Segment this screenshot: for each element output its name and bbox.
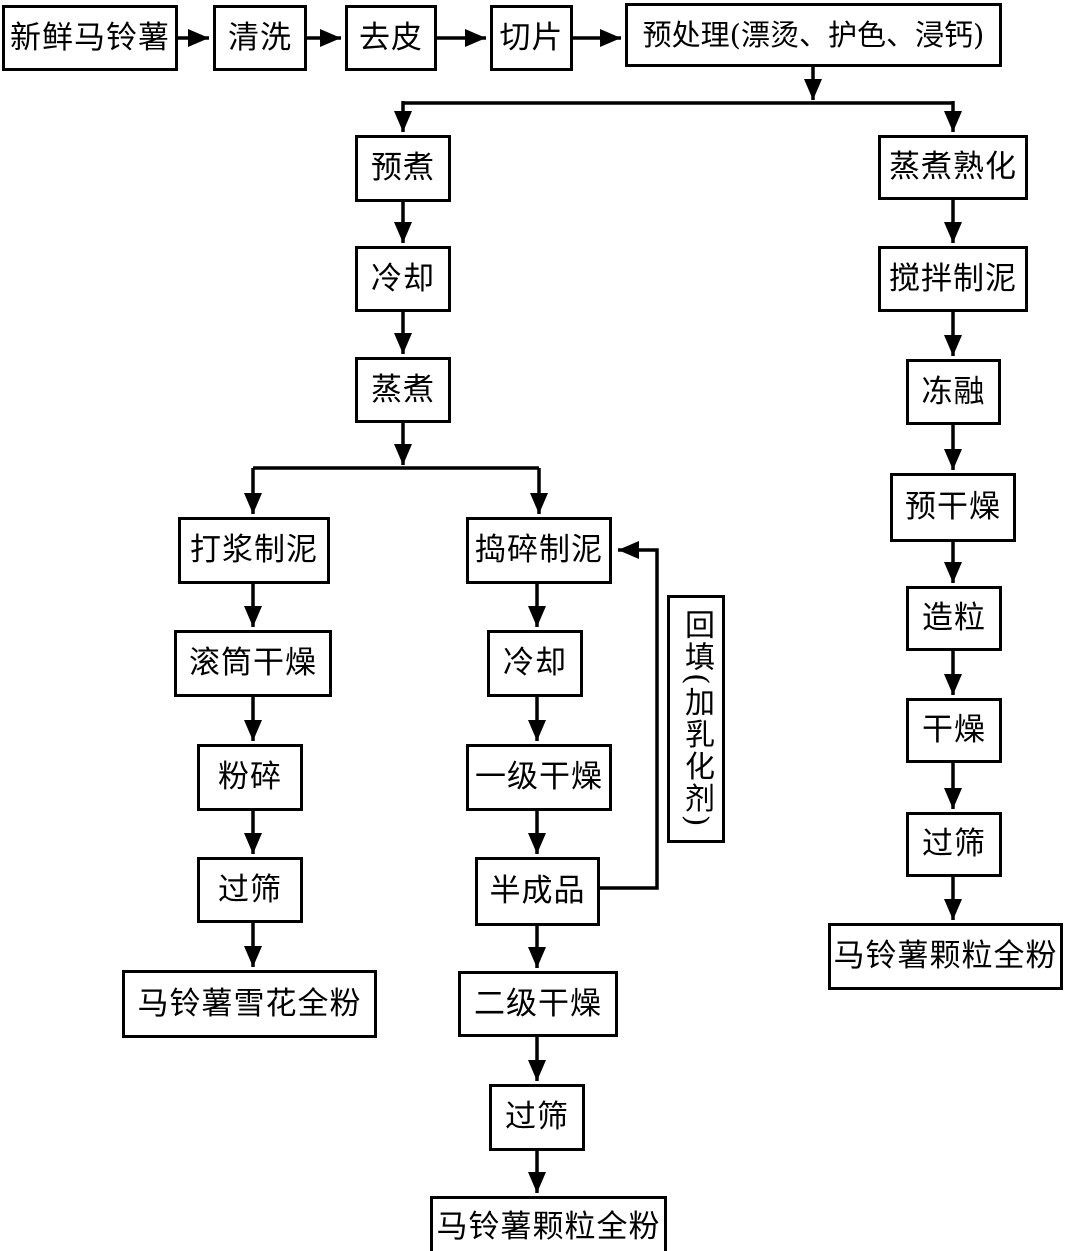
node-precooking: 预煮 xyxy=(355,135,451,202)
node-crushing: 粉碎 xyxy=(197,744,303,811)
node-granulating: 造粒 xyxy=(906,586,1002,651)
node-backfill-emulsifier: 回填(加乳化剂) xyxy=(667,595,725,843)
node-pulping-mash: 打浆制泥 xyxy=(178,517,330,584)
node-pre-drying: 预干燥 xyxy=(890,473,1016,542)
node-freeze-thaw: 冻融 xyxy=(906,359,1001,425)
node-stir-mashing: 搅拌制泥 xyxy=(878,246,1028,312)
node-drying: 干燥 xyxy=(906,698,1002,763)
node-secondary-drying: 二级干燥 xyxy=(458,971,618,1037)
node-washing: 清洗 xyxy=(213,5,307,71)
node-cooling-left: 冷却 xyxy=(355,246,451,312)
node-granule-powder-right: 马铃薯颗粒全粉 xyxy=(828,923,1063,990)
node-primary-drying: 一级干燥 xyxy=(466,744,612,811)
node-fresh-potato: 新鲜马铃薯 xyxy=(2,5,178,71)
node-sieving-mid: 过筛 xyxy=(489,1084,585,1151)
node-slicing: 切片 xyxy=(490,5,573,71)
node-sieving-left: 过筛 xyxy=(197,857,303,923)
node-steam-ripening: 蒸煮熟化 xyxy=(878,135,1028,200)
node-drum-drying: 滚筒干燥 xyxy=(174,630,332,697)
node-flake-powder: 马铃薯雪花全粉 xyxy=(122,970,377,1038)
node-sieving-right: 过筛 xyxy=(906,812,1002,877)
node-cooling-mid: 冷却 xyxy=(487,630,583,697)
feedback-loop-backfill xyxy=(600,541,659,890)
node-granule-powder-mid: 马铃薯颗粒全粉 xyxy=(430,1196,667,1251)
node-steaming: 蒸煮 xyxy=(355,357,451,423)
node-peeling: 去皮 xyxy=(345,5,437,71)
node-pretreatment: 预处理(漂烫、护色、浸钙) xyxy=(625,3,1002,67)
node-mashing: 捣碎制泥 xyxy=(466,517,612,584)
node-semi-finished: 半成品 xyxy=(475,857,600,926)
